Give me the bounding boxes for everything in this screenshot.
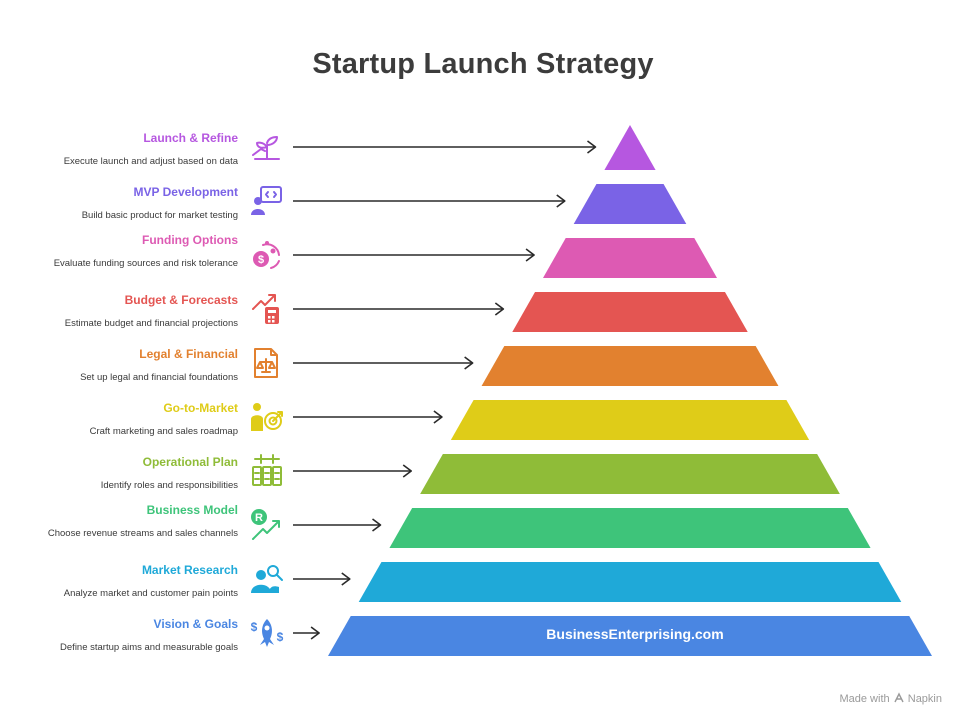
people-search-icon — [251, 565, 283, 593]
pyramid-level-8 — [389, 508, 871, 548]
level-description: Estimate budget and financial projection… — [64, 318, 238, 329]
level-description: Choose revenue streams and sales channel… — [47, 528, 238, 539]
level-label: Business Model — [146, 503, 238, 517]
page-title: Startup Launch Strategy — [312, 48, 654, 80]
svg-text:$: $ — [251, 620, 258, 634]
revenue-growth-icon: R — [251, 509, 280, 540]
arrow-head-icon — [494, 302, 505, 316]
arrow-head-icon — [433, 410, 443, 424]
level-label: Go-to-Market — [163, 401, 238, 415]
level-description: Analyze market and customer pain points — [63, 588, 238, 599]
developer-laptop-icon — [251, 186, 282, 215]
pyramid-base-brand: BusinessEnterprising.com — [546, 626, 724, 642]
pyramid-level-4 — [512, 292, 748, 332]
rocket-money-icon: $$ — [251, 619, 284, 647]
level-description: Build basic product for market testing — [81, 210, 238, 221]
arrow-head-icon — [556, 194, 566, 208]
arrow-head-icon — [402, 464, 413, 478]
money-cycle-icon: $ — [253, 241, 280, 269]
svg-text:$: $ — [277, 630, 284, 644]
calculator-trend-icon — [252, 294, 279, 324]
arrow-head-icon — [310, 626, 320, 640]
made-with-footer: Made with Napkin — [839, 692, 942, 705]
pyramid-level-1 — [604, 125, 656, 170]
level-label: Vision & Goals — [153, 617, 238, 631]
level-description: Set up legal and financial foundations — [80, 372, 238, 383]
level-label: Budget & Forecasts — [124, 293, 238, 307]
level-description: Identify roles and responsibilities — [100, 480, 238, 491]
made-with-text: Made with — [839, 693, 890, 705]
pyramid-level-9 — [358, 562, 902, 602]
pyramid-level-5 — [481, 346, 779, 386]
level-description: Evaluate funding sources and risk tolera… — [53, 258, 238, 269]
level-label: Funding Options — [142, 233, 238, 247]
level-label: MVP Development — [133, 185, 238, 199]
pyramid-level-2 — [573, 184, 687, 224]
legal-scales-icon — [254, 348, 278, 378]
pyramid-level-6 — [450, 400, 810, 440]
level-label: Launch & Refine — [143, 131, 238, 145]
pyramid-level-3 — [542, 238, 718, 278]
org-structure-icon — [252, 454, 282, 486]
level-label: Market Research — [141, 563, 238, 577]
person-target-icon — [251, 403, 283, 431]
napkin-brand-text: Napkin — [907, 693, 942, 705]
napkin-logo-icon — [894, 692, 904, 703]
arrow-head-icon — [372, 518, 382, 532]
pyramid-level-10 — [328, 616, 932, 656]
sprout-growth-icon — [252, 136, 280, 160]
arrow-head-icon — [587, 140, 597, 154]
svg-text:R: R — [255, 512, 263, 524]
level-description: Craft marketing and sales roadmap — [89, 426, 238, 437]
arrow-head-icon — [341, 572, 351, 586]
arrow-head-icon — [525, 248, 535, 262]
level-label: Legal & Financial — [139, 347, 238, 361]
svg-text:$: $ — [258, 254, 264, 266]
pyramid-level-7 — [420, 454, 840, 494]
level-description: Execute launch and adjust based on data — [63, 156, 238, 167]
level-description: Define startup aims and measurable goals — [60, 642, 238, 653]
arrow-head-icon — [464, 356, 474, 370]
level-label: Operational Plan — [142, 455, 238, 469]
